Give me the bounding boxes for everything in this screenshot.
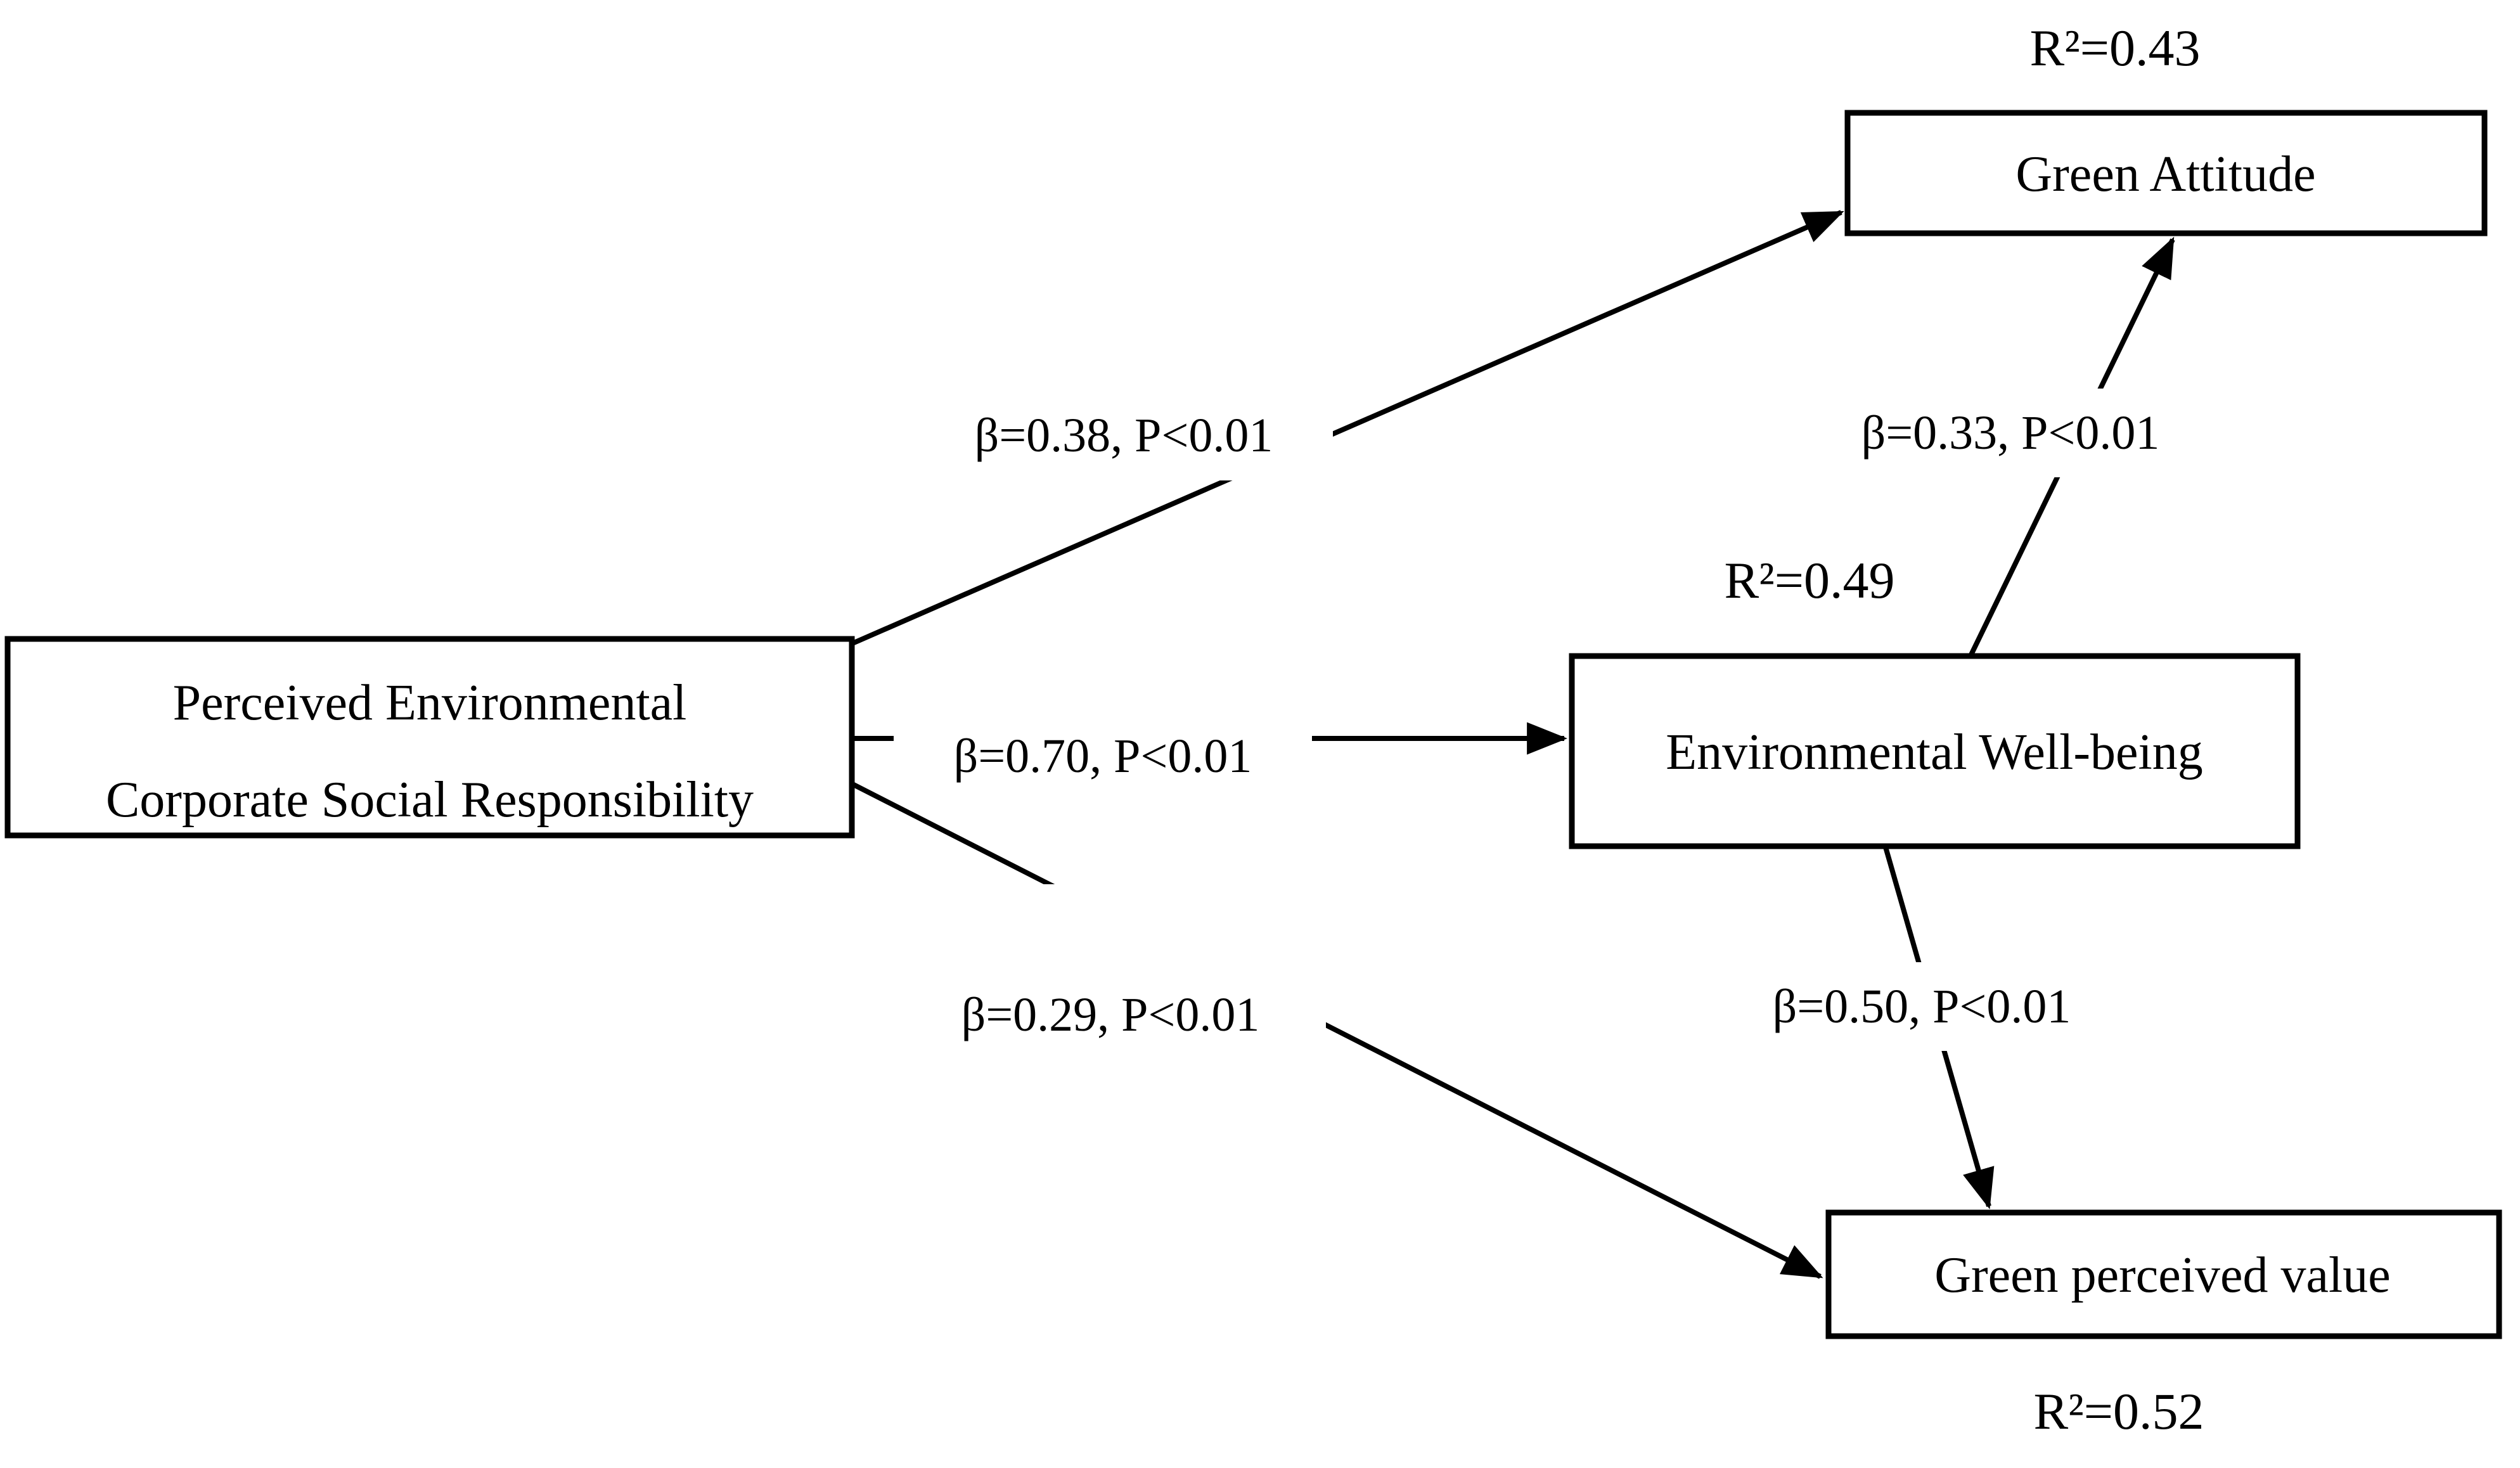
node-environmental-well-being: Environmental Well-being	[1569, 653, 2301, 849]
r-squared-environmental-well-being: R²=0.49	[1724, 551, 1894, 609]
r-squared-green-attitude: R²=0.43	[2029, 19, 2200, 77]
path-coefficient-pecsr-environmental-well-being: β=0.70, P<0.01	[954, 730, 1252, 783]
node-box	[4, 636, 855, 839]
edge-label-mask	[1719, 962, 2125, 1051]
node-green-attitude: Green Attitude	[1844, 110, 2488, 236]
node-label: Green perceived value	[1934, 1247, 2391, 1303]
node-label: Green Attitude	[2015, 146, 2315, 202]
node-box	[1844, 110, 2488, 236]
r-squared-green-perceived-value: R²=0.52	[2033, 1382, 2204, 1440]
node-label: Environmental Well-being	[1666, 724, 2202, 780]
edge-label-mask	[1808, 389, 2213, 477]
edge-pecsr-to-green-attitude	[851, 210, 1844, 646]
path-coefficient-pecsr-green-attitude: β=0.38, P<0.01	[975, 409, 1273, 462]
path-coefficient-environmental-well-being-green-attitude: β=0.33, P<0.01	[1861, 406, 2160, 460]
node-perceived-environmental-csr: Perceived Environmental Corporate Social…	[4, 636, 855, 839]
node-label-line1: Perceived Environmental	[173, 675, 687, 731]
edge-label-mask	[894, 711, 1312, 800]
path-coefficient-environmental-well-being-green-perceived-value: β=0.50, P<0.01	[1773, 980, 2071, 1033]
edge-label-mask	[920, 884, 1326, 1059]
path-coefficient-pecsr-green-perceived-value: β=0.29, P<0.01	[961, 988, 1260, 1041]
edge-pecsr-to-green-perceived-value	[851, 782, 1823, 1279]
node-label-line2: Corporate Social Responsibility	[106, 772, 754, 828]
node-box	[1825, 1209, 2502, 1339]
edge-label-mask	[915, 392, 1333, 480]
node-green-perceived-value: Green perceived value	[1825, 1209, 2502, 1339]
node-box	[1569, 653, 2301, 849]
